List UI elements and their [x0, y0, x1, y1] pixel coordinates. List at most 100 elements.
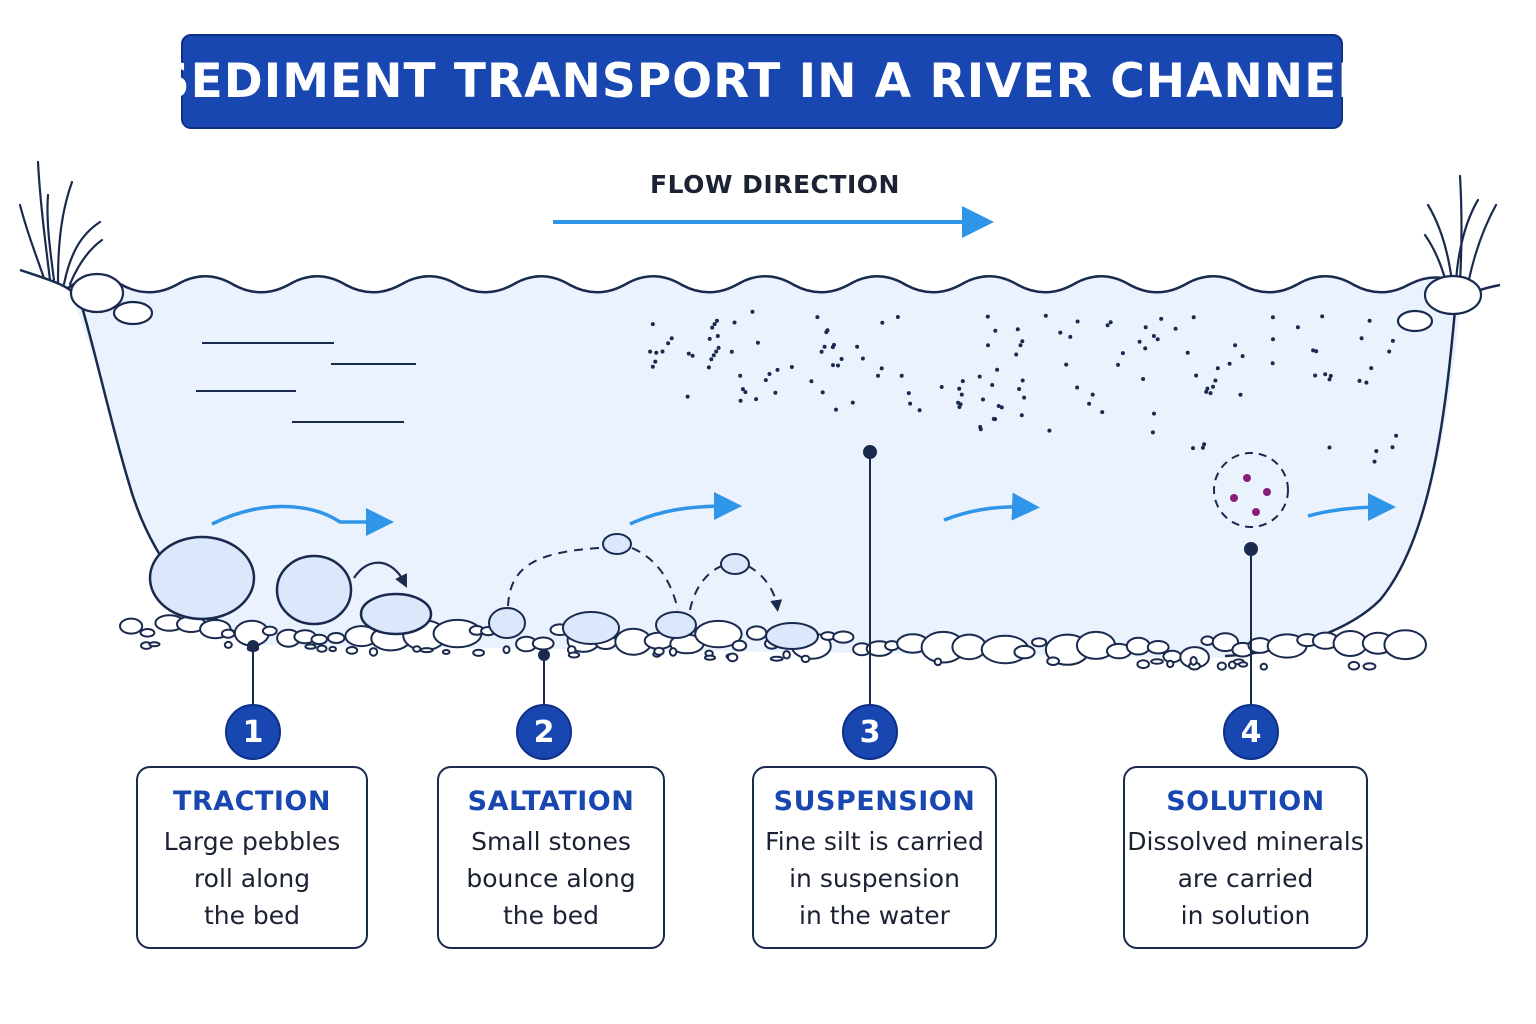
- silt-particle: [1357, 378, 1362, 383]
- silt-particle: [822, 344, 827, 349]
- silt-particle: [690, 353, 695, 358]
- silt-particle: [1150, 430, 1155, 435]
- silt-particle: [999, 405, 1004, 410]
- silt-particle: [732, 320, 737, 325]
- silt-particle: [1369, 366, 1374, 371]
- card-line: bounce along: [466, 864, 636, 893]
- bed-pebble: [502, 645, 511, 655]
- silt-particle: [832, 342, 836, 347]
- silt-particle: [1311, 348, 1316, 353]
- water-surface: [67, 275, 1463, 294]
- silt-particle: [1191, 446, 1195, 451]
- silt-particle: [917, 408, 922, 413]
- silt-particle: [775, 367, 780, 372]
- left-grass: [18, 160, 104, 286]
- silt-particle: [1075, 319, 1080, 324]
- bed-pebble: [1238, 661, 1249, 668]
- silt-particle: [1200, 445, 1205, 450]
- silt-particle: [836, 363, 840, 368]
- silt-particle: [1271, 337, 1275, 342]
- silt-particle: [1143, 346, 1148, 351]
- silt-particle: [1075, 385, 1080, 390]
- silt-particle: [939, 385, 944, 389]
- silt-particle: [1295, 325, 1300, 330]
- flow-streaks: [196, 342, 416, 423]
- silt-particle: [1159, 316, 1164, 321]
- silt-particle: [1019, 413, 1024, 418]
- silt-particle: [1120, 351, 1125, 356]
- silt-particle: [1202, 442, 1207, 447]
- silt-particle: [1017, 387, 1022, 391]
- silt-particle: [986, 343, 990, 348]
- silt-particle: [1173, 326, 1178, 331]
- silt-particle: [773, 390, 778, 395]
- silt-particle: [654, 350, 659, 355]
- silt-particle: [709, 357, 714, 362]
- silt-particle: [1020, 378, 1025, 383]
- silt-particle: [993, 417, 998, 422]
- bed-pebble: [1216, 661, 1227, 671]
- silt-particle: [834, 407, 838, 412]
- riverbed-pebbles: [119, 614, 1427, 671]
- bed-pebble: [668, 647, 678, 657]
- silt-particle: [740, 387, 745, 392]
- bed-pebble: [223, 640, 233, 649]
- bed-pebble: [694, 619, 743, 649]
- traction-roll-arrow: [353, 561, 407, 588]
- silt-particle: [686, 351, 691, 356]
- silt-particle: [738, 373, 743, 378]
- silt-particle: [1204, 389, 1209, 394]
- badge-solution: 4: [1223, 704, 1279, 760]
- saltation-bounce-path: [507, 547, 783, 612]
- silt-particle: [1270, 361, 1275, 366]
- leader-lines: [247, 445, 1258, 704]
- silt-particle: [1116, 362, 1120, 367]
- silt-particle: [831, 363, 835, 368]
- bed-pebble: [316, 644, 328, 653]
- silt-particle: [1359, 336, 1364, 341]
- silt-particle: [981, 397, 985, 402]
- silt-particle: [706, 365, 711, 370]
- silt-particle: [660, 349, 665, 354]
- silt-particle: [860, 356, 865, 361]
- silt-particle: [743, 390, 748, 395]
- bed-pebble: [1383, 629, 1427, 661]
- solution-dissolved-minerals: [1213, 452, 1289, 528]
- silt-particle: [820, 390, 825, 395]
- bed-pebble: [1031, 637, 1048, 648]
- silt-particle: [1320, 314, 1325, 319]
- bed-pebble: [119, 617, 144, 635]
- bed-pebble: [441, 649, 451, 655]
- bed-pebble: [1347, 660, 1361, 671]
- silt-particle: [763, 378, 768, 383]
- bed-pebble: [261, 625, 278, 637]
- silt-particle: [850, 400, 855, 405]
- bed-pebble: [933, 657, 943, 667]
- title-banner: SEDIMENT TRANSPORT IN A RIVER CHANNEL: [156, 34, 1367, 129]
- silt-particle: [754, 397, 759, 402]
- card-title-traction: TRACTION: [173, 786, 331, 817]
- bed-pebble: [1166, 659, 1175, 669]
- silt-particle: [825, 328, 830, 333]
- traction-boulders: [148, 535, 433, 636]
- silt-particle: [1240, 354, 1245, 359]
- bed-pebble: [745, 625, 768, 641]
- silt-particle: [993, 328, 998, 333]
- bed-pebble: [1189, 656, 1198, 666]
- badge-traction: 1: [225, 704, 281, 760]
- bed-pebble: [304, 643, 317, 650]
- silt-particle: [1327, 445, 1332, 450]
- bed-pebble: [567, 651, 581, 659]
- bed-pebble: [704, 654, 716, 661]
- bed-pebble: [653, 646, 665, 656]
- silt-particle: [1367, 318, 1372, 323]
- flow-direction-label: FLOW DIRECTION: [650, 170, 900, 199]
- silt-particle: [750, 309, 755, 314]
- silt-particle: [1238, 392, 1243, 397]
- silt-particle: [1233, 343, 1238, 348]
- silt-particle: [711, 353, 716, 358]
- silt-particle: [908, 401, 913, 406]
- bed-pebble: [1136, 659, 1150, 670]
- card-line: are carried: [1177, 864, 1314, 893]
